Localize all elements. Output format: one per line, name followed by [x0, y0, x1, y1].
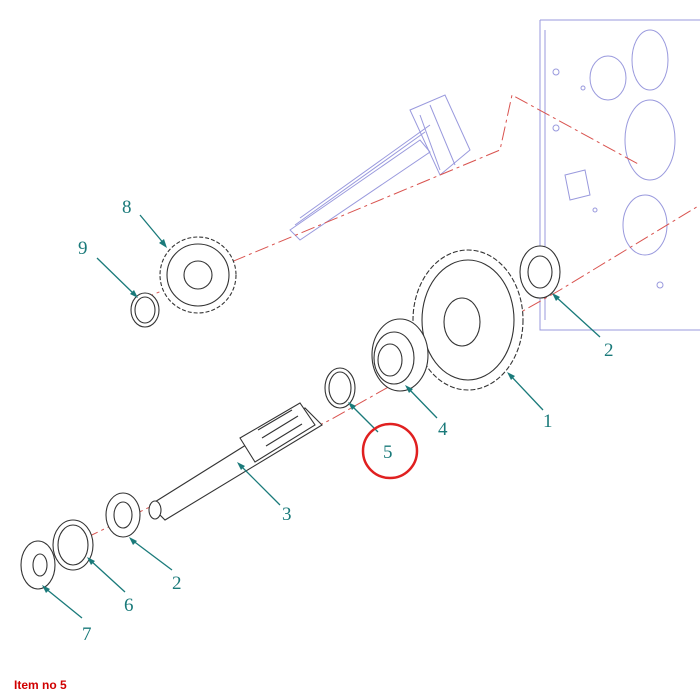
callout-1: 1 — [543, 411, 553, 432]
washer-7 — [20, 540, 56, 590]
callout-9: 9 — [78, 238, 88, 259]
circlip-6 — [52, 519, 94, 571]
housing-ghost — [539, 19, 700, 331]
item-caption: Item no 5 — [14, 678, 67, 692]
gear-1 — [412, 249, 524, 391]
callout-5: 5 — [383, 442, 393, 463]
shaft-3 — [148, 402, 323, 521]
callout-labels: 8 9 2 1 4 5 3 2 6 7 — [78, 197, 614, 645]
bearing-2-bottom — [105, 492, 141, 538]
callout-3: 3 — [282, 504, 292, 525]
circlip-9 — [130, 292, 160, 328]
highlight-circle — [361, 422, 419, 480]
circlip-5 — [324, 367, 356, 409]
bearing-2-top — [519, 245, 561, 299]
gear-8 — [159, 236, 237, 314]
leader-lines — [42, 214, 601, 619]
callout-2-bottom: 2 — [172, 573, 182, 594]
callout-8: 8 — [122, 197, 132, 218]
callout-2-top: 2 — [604, 340, 614, 361]
callout-7: 7 — [82, 624, 92, 645]
exploded-parts-diagram: 8 9 2 1 4 5 3 2 6 7 — [20, 19, 700, 645]
callout-6: 6 — [124, 595, 134, 616]
callout-4: 4 — [438, 419, 448, 440]
axis-lines — [39, 94, 700, 561]
hub-4 — [371, 318, 429, 392]
pinion-shaft-ghost — [289, 94, 471, 241]
